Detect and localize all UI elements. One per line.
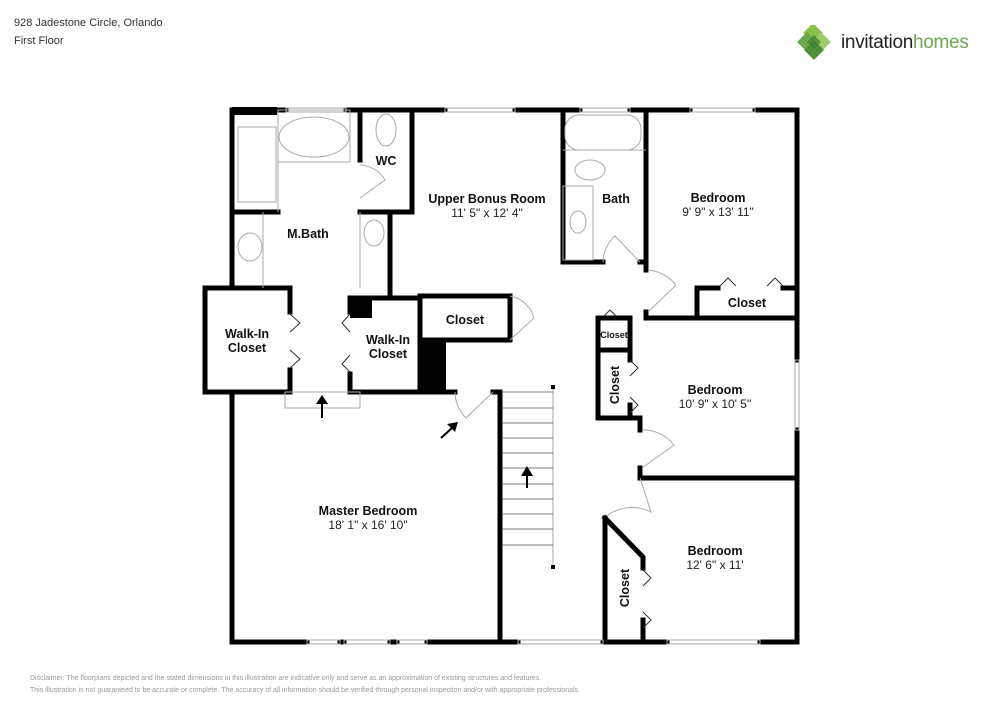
room-label-wc: WC: [376, 154, 397, 168]
room-label-master: Master Bedroom: [319, 504, 418, 518]
company-logo: invitationhomes: [797, 25, 969, 61]
room-label-walkin2-l2: Closet: [369, 347, 408, 361]
room-label-bonus: Upper Bonus Room: [428, 192, 545, 206]
floor-label: First Floor: [14, 35, 64, 47]
logo-diamond-icon: [797, 25, 831, 60]
room-label-bath: Bath: [602, 192, 630, 206]
room-label-bed2: Bedroom: [688, 383, 743, 397]
room-label-closet-hall: Closet: [446, 313, 485, 327]
room-label-closet-small: Closet: [600, 330, 628, 340]
disclaimer: Disclaimer: The floorplans depicted and …: [30, 673, 580, 697]
room-label-bed1: Bedroom: [691, 191, 746, 205]
room-dims-master: 18' 1" x 16' 10": [328, 518, 407, 532]
room-dims-bed2: 10' 9" x 10' 5": [679, 397, 751, 411]
room-dims-bed1: 9' 9" x 13' 11": [682, 205, 754, 219]
room-label-walkin1-l1: Walk-In: [225, 327, 269, 341]
room-label-bed3: Bedroom: [688, 544, 743, 558]
address: 928 Jadestone Circle, Orlando: [14, 17, 163, 29]
room-dims-bonus: 11' 5" x 12' 4": [451, 206, 523, 220]
logo-word-homes: homes: [913, 32, 969, 53]
room-label-walkin1-l2: Closet: [228, 341, 267, 355]
room-label-mbath: M.Bath: [287, 227, 329, 241]
header: 928 Jadestone Circle, Orlando First Floo…: [14, 14, 163, 50]
room-label-closet-bed1: Closet: [728, 296, 767, 310]
disclaimer-line-1: Disclaimer: The floorplans depicted and …: [30, 675, 542, 682]
disclaimer-line-2: This illustration is not guaranteed to b…: [30, 687, 581, 694]
room-dims-bed3: 12' 6" x 11': [686, 558, 743, 572]
room-label-closet-bed2: Closet: [608, 365, 622, 404]
logo-word-invitation: invitation: [841, 32, 913, 53]
room-label-closet-bed3: Closet: [618, 568, 632, 607]
room-label-walkin2-l1: Walk-In: [366, 333, 410, 347]
